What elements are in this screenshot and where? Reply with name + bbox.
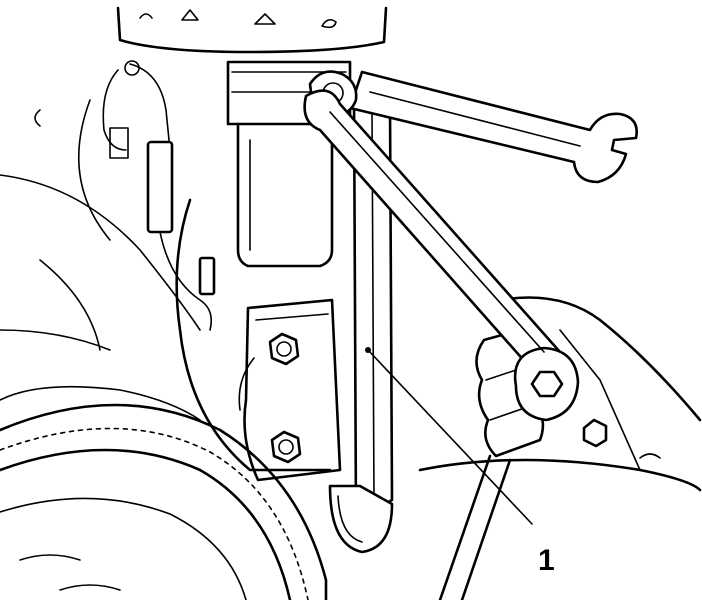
brake-disc-icon	[0, 403, 328, 600]
callout-1: 1	[365, 347, 555, 577]
knuckle-bracket	[238, 298, 342, 482]
ring-spanner-icon	[303, 89, 580, 422]
callout-label: 1	[538, 544, 555, 577]
lower-control-arm	[418, 296, 702, 492]
body-contours	[0, 174, 201, 421]
sensor-cable	[34, 60, 216, 331]
shock-absorber	[175, 122, 334, 472]
hex-bolt-icon	[270, 430, 302, 464]
hex-bolt-icon	[268, 332, 300, 366]
hex-bolt-icon	[582, 418, 608, 448]
